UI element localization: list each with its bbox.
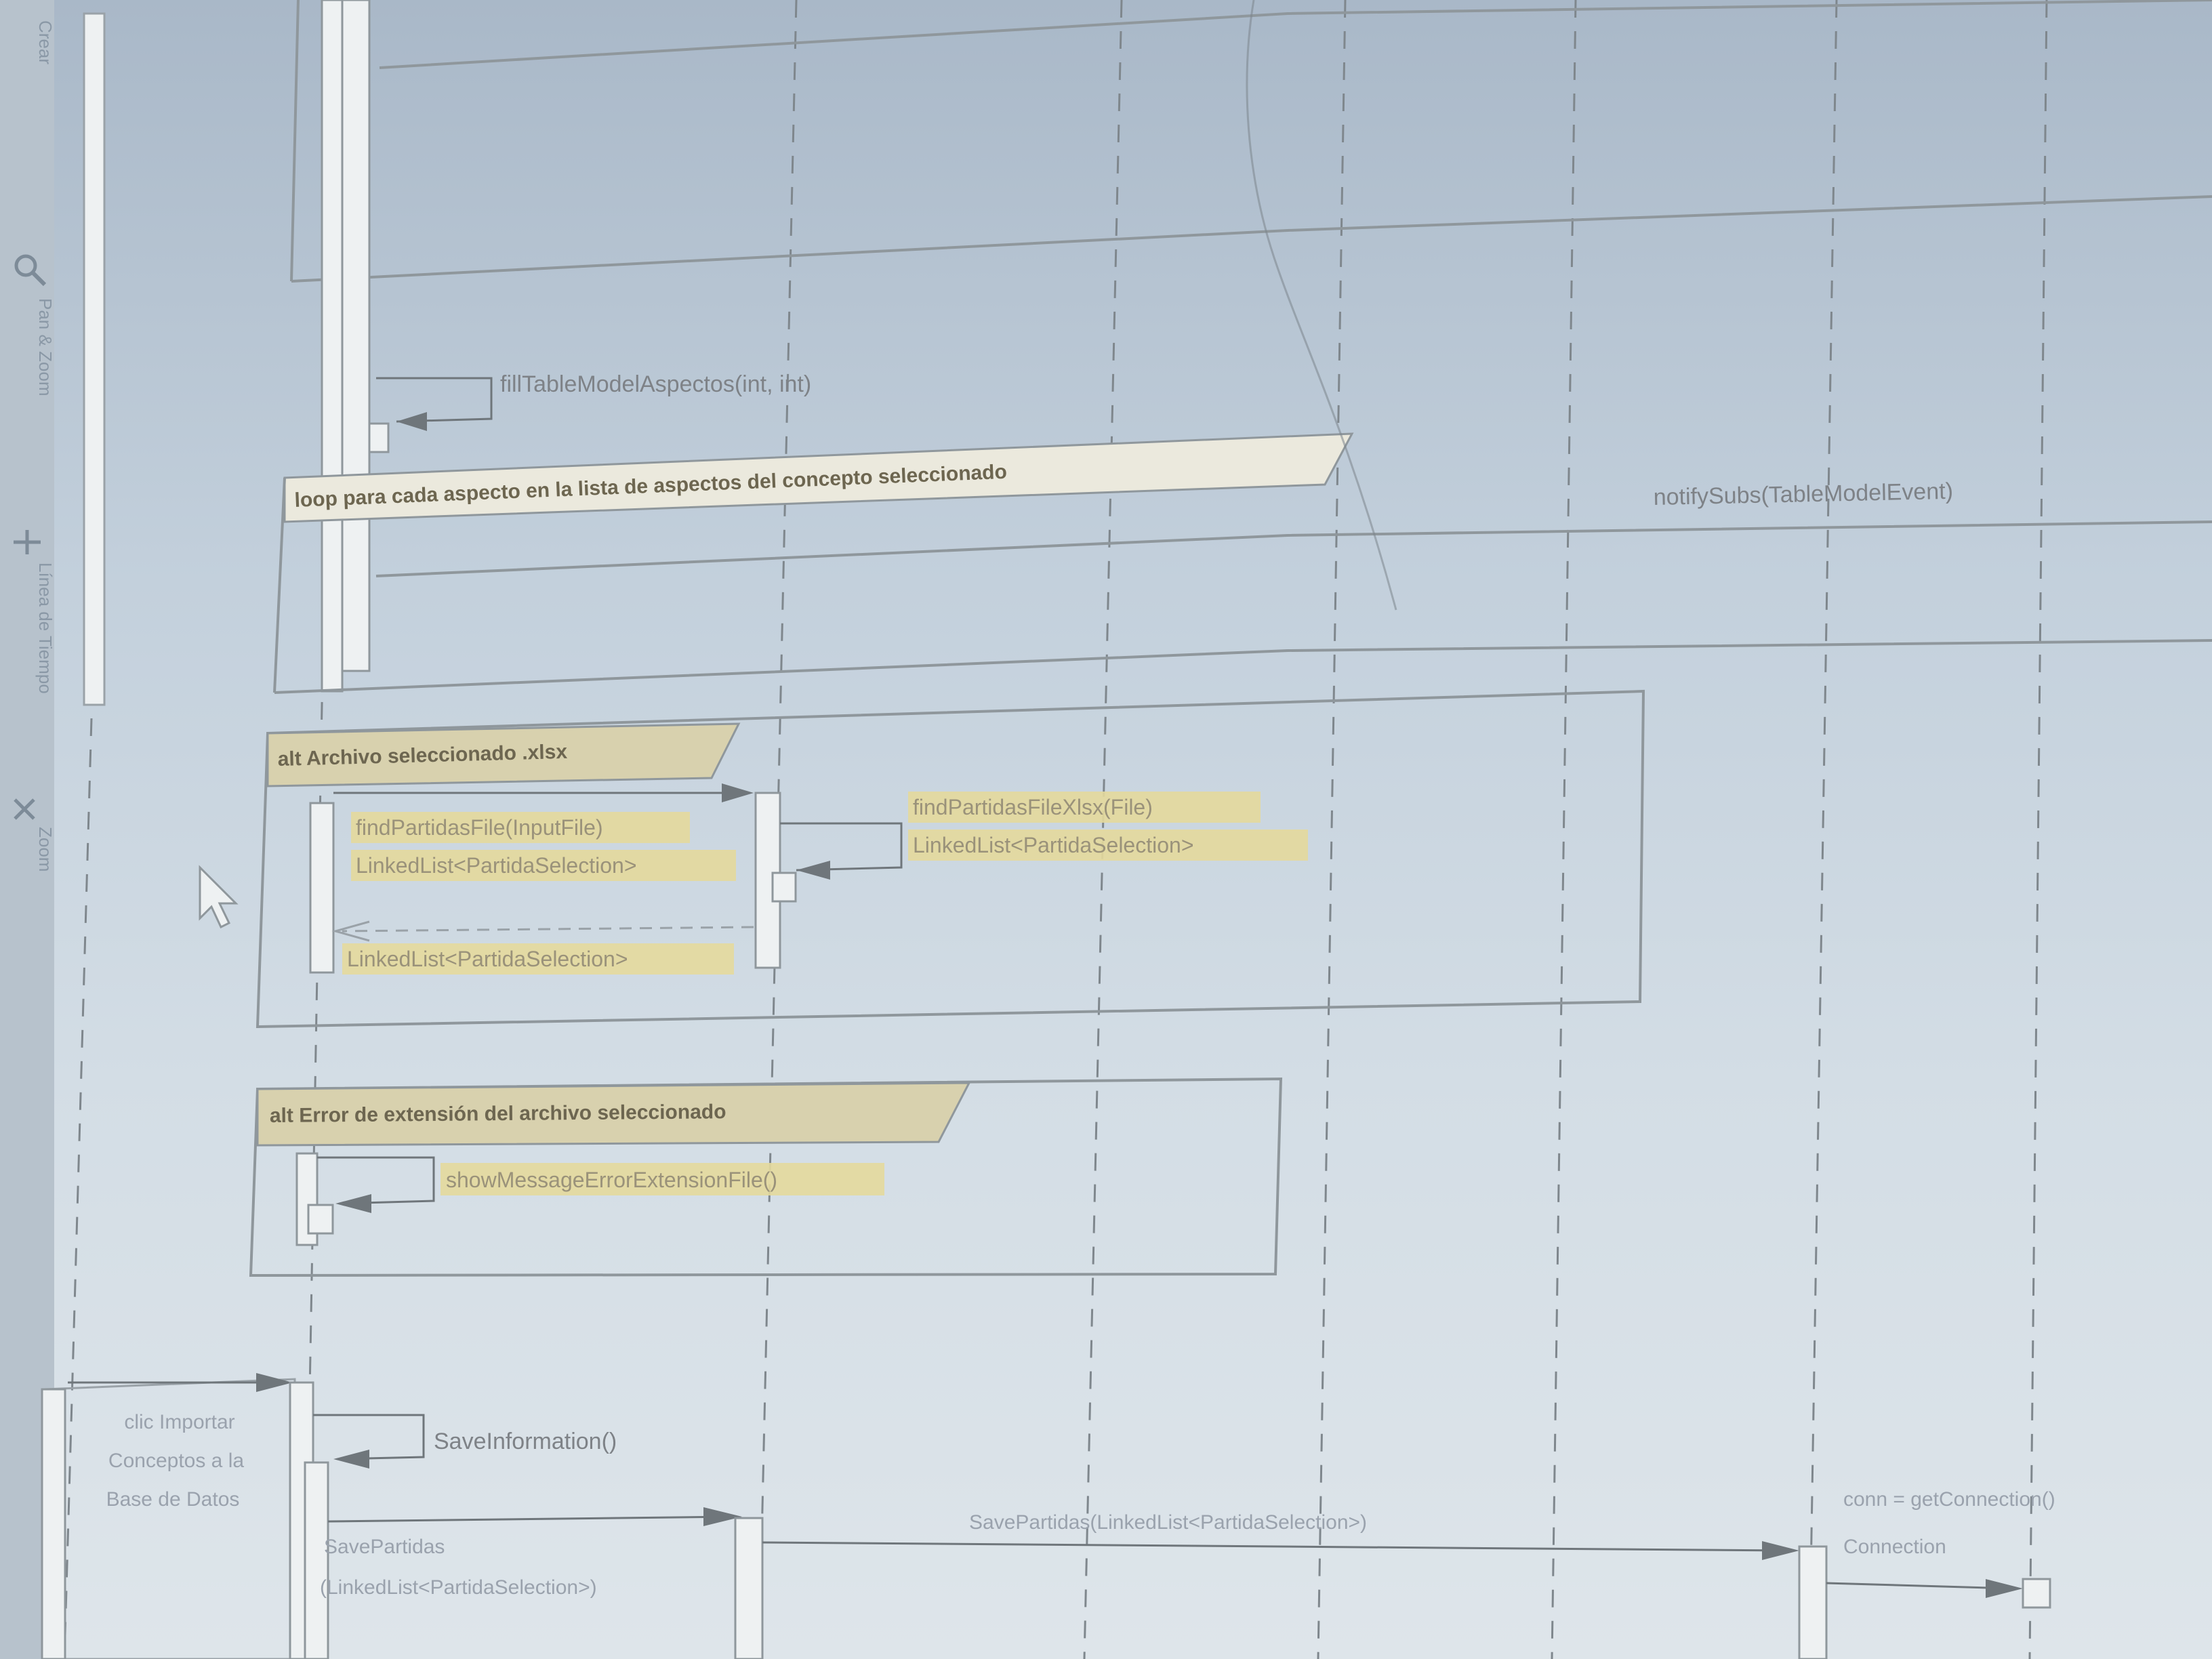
activation-fill-table [368,422,390,453]
arrowhead [1762,1541,1799,1560]
loop-frame-left [273,477,286,693]
loop-frame-bottom [274,639,2212,694]
message-get-connection: conn = getConnection() [1843,1488,2055,1511]
message-find-input-1: findPartidasFile(InputFile) [356,815,603,840]
arrowhead [796,861,830,880]
arrowhead [1986,1579,2023,1598]
message-fill-table: fillTableModelAspectos(int, int) [500,371,811,397]
return-message-line [342,926,754,933]
activation-dao [1798,1545,1828,1659]
activation-save-info [304,1461,329,1659]
self-message-find-xlsx [780,822,903,872]
timeline-icon[interactable] [14,530,41,554]
self-message-save-info [313,1414,425,1460]
note-line-3: Base de Datos [106,1488,240,1511]
top-frame-left-edge [290,0,300,282]
message-save-info: SaveInformation() [434,1429,617,1454]
self-message-fill-table [376,377,493,423]
message-notify-subs: notifySubs(TableModelEvent) [1653,478,1953,510]
alt-frame-xlsx [255,689,1645,1029]
arrowhead [333,1450,369,1469]
message-find-xlsx-2: LinkedList<PartidaSelection> [913,833,1194,857]
label-highlight [908,792,1261,823]
lifeline-3 [1083,0,1123,1659]
message-find-xlsx-1: findPartidasFileXlsx(File) [913,795,1153,819]
arrowhead [396,412,427,431]
message-save-partidas-long: SavePartidas(LinkedList<PartidaSelection… [969,1511,1367,1534]
zoom-magnifier-icon[interactable] [14,254,47,287]
lifeline-actor [63,718,93,1659]
message-return-list: LinkedList<PartidaSelection> [347,947,628,971]
activation-actor [41,1388,66,1659]
arrowhead [703,1507,742,1526]
toolbar-item-create[interactable]: Crear [35,20,56,64]
arrowhead [335,1194,371,1213]
activation-find-xlsx [771,872,797,903]
alt-frame-error-tab [256,1082,971,1147]
return-arrowhead [331,920,370,942]
message-show-error: showMessageErrorExtensionFile() [446,1168,777,1192]
lifeline-7 [2028,0,2048,1659]
loop-frame-tab [283,432,1354,523]
message-find-input-2: LinkedList<PartidaSelection> [356,853,637,878]
toolbar-item-pan-zoom[interactable]: Pan & Zoom [35,298,56,396]
message-save-partidas-1: SavePartidas [324,1536,445,1558]
label-highlight [351,812,690,843]
arrowhead [256,1373,293,1392]
lifeline-6 [1808,0,1838,1659]
top-frame-line [379,0,2212,69]
note-line-2: Conceptos a la [108,1450,244,1472]
label-highlight [351,850,736,881]
activation-show-error [307,1204,334,1235]
lifeline-4 [1317,0,1347,1659]
message-save-partidas-2: (LinkedList<PartidaSelection>) [320,1576,597,1599]
loop-inner-message [375,520,2212,577]
screen-crease [1246,0,1397,611]
lifeline-5 [1551,0,1577,1659]
label-highlight [342,943,734,975]
top-frame-bottom [291,195,2212,283]
close-icon[interactable] [14,798,35,820]
mouse-cursor-icon [199,865,239,929]
vertical-scrollbar[interactable] [83,12,106,706]
label-highlight [908,830,1308,861]
message-save-partidas-line [327,1515,733,1523]
message-save-partidas-long-line [762,1541,1790,1552]
self-message-show-error [317,1156,435,1205]
lifeline-2 [758,0,798,1659]
arrowhead [722,783,754,802]
alt-frame-error-guard: alt Error de extensión del archivo selec… [270,1101,726,1127]
activation-caller [309,802,335,974]
toolbar-item-zoom[interactable]: Zoom [35,827,56,872]
activation-connection [2022,1578,2051,1609]
lifeline-1 [304,514,327,1659]
alt-frame-xlsx-tab [266,722,741,787]
activation-main-inner [341,0,371,672]
activation-main-outer [321,0,344,693]
label-highlight [441,1163,884,1195]
message-connection: Connection [1843,1536,1946,1558]
note-line-1: clic Importar [124,1411,234,1433]
activation-service [734,1517,764,1659]
toolbar-item-timeline[interactable]: Línea de Tiempo [35,562,56,694]
message-get-connection-line [1826,1582,2013,1590]
